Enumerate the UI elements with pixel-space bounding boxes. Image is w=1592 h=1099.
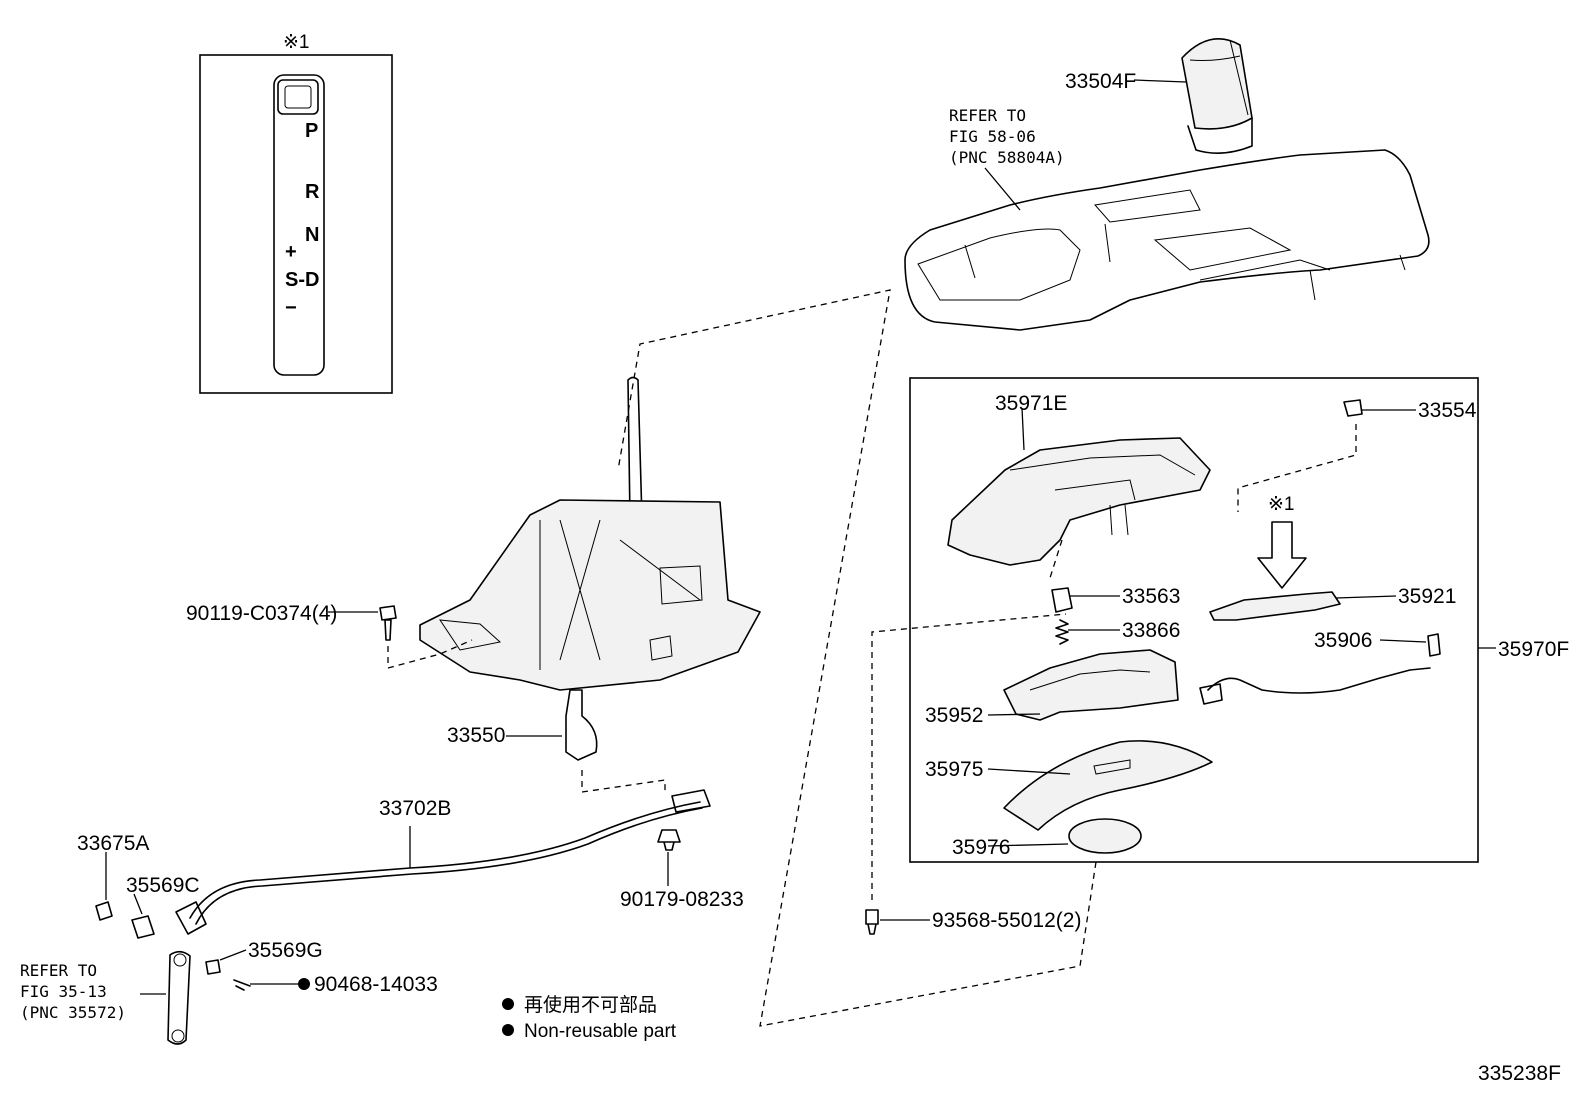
indicator-plate bbox=[1209, 591, 1341, 621]
refer-35-line3: (PNC 35572) bbox=[20, 1003, 126, 1022]
gear-letter-p: P bbox=[305, 120, 318, 142]
refer-58-line3: (PNC 58804A) bbox=[949, 148, 1065, 167]
gear-plus: + bbox=[285, 241, 297, 263]
spring-33866 bbox=[1055, 619, 1069, 645]
label-35975: 35975 bbox=[925, 758, 983, 781]
gear-letter-n: N bbox=[305, 224, 319, 246]
label-35569C: 35569C bbox=[126, 874, 200, 897]
label-90468-14033: 90468-14033 bbox=[314, 973, 438, 996]
label-33563: 33563 bbox=[1122, 585, 1180, 608]
refer-35-line1: REFER TO bbox=[20, 961, 97, 980]
shift-gate-inset: ※1 P R N + S-D − bbox=[199, 32, 393, 394]
refer-58-line2: FIG 58-06 bbox=[949, 127, 1036, 146]
label-33504F: 33504F bbox=[1065, 70, 1136, 93]
bushing-33675A bbox=[95, 901, 113, 921]
shift-lever-assembly bbox=[419, 376, 761, 691]
shift-knob bbox=[1181, 38, 1253, 154]
label-35970F: 35970F bbox=[1498, 638, 1569, 661]
legend-dot-jp bbox=[502, 998, 514, 1010]
inset-frame bbox=[199, 54, 393, 394]
shift-lever-bracket bbox=[565, 689, 598, 761]
shift-cable bbox=[189, 801, 701, 919]
cover-cap-35976 bbox=[1068, 818, 1142, 854]
wire-harness bbox=[1207, 667, 1431, 694]
screw-93568 bbox=[865, 909, 879, 935]
label-35952: 35952 bbox=[925, 704, 983, 727]
refer-58-line1: REFER TO bbox=[949, 106, 1026, 125]
indicator-housing bbox=[947, 437, 1211, 566]
label-35569G: 35569G bbox=[248, 939, 323, 962]
legend: 再使用不可部品 Non-reusable part bbox=[502, 994, 677, 1042]
clip-33554 bbox=[1343, 399, 1363, 417]
label-33554: 33554 bbox=[1418, 399, 1477, 422]
bolt-90119 bbox=[379, 605, 397, 641]
legend-jp: 再使用不可部品 bbox=[524, 994, 657, 1016]
legend-dot-en bbox=[502, 1024, 514, 1036]
sensor-35906 bbox=[1427, 633, 1441, 657]
gear-letter-r: R bbox=[305, 181, 320, 203]
figure-id: 335238F bbox=[1478, 1062, 1561, 1085]
assembly-box-35970F bbox=[909, 377, 1479, 863]
washer-35569G bbox=[205, 959, 221, 975]
label-35976: 35976 bbox=[952, 836, 1010, 859]
label-35906: 35906 bbox=[1314, 629, 1372, 652]
clip-33563 bbox=[1051, 587, 1073, 613]
label-93568-55012: 93568-55012(2) bbox=[932, 909, 1081, 932]
nut-90179 bbox=[657, 829, 681, 851]
indicator-arrow bbox=[1257, 521, 1307, 589]
label-33675A: 33675A bbox=[77, 832, 149, 855]
dust-cover-35975 bbox=[1003, 740, 1213, 831]
refer-35-line2: FIG 35-13 bbox=[20, 982, 107, 1001]
console-upper-panel bbox=[904, 149, 1430, 331]
non-reusable-dot bbox=[298, 978, 310, 990]
gear-minus: − bbox=[285, 297, 297, 319]
shift-lock-button bbox=[277, 79, 319, 115]
label-35921: 35921 bbox=[1398, 585, 1456, 608]
label-33550: 33550 bbox=[447, 724, 505, 747]
clip-90468 bbox=[233, 979, 251, 991]
slider-frame-35952 bbox=[1003, 649, 1179, 721]
inset-marker: ※1 bbox=[283, 32, 310, 53]
shift-gate-plate bbox=[273, 74, 325, 376]
washer-35569C bbox=[131, 915, 155, 939]
label-90119-C0374: 90119-C0374(4) bbox=[186, 602, 337, 625]
gear-letter-sd: S-D bbox=[285, 269, 319, 291]
label-35971E: 35971E bbox=[995, 392, 1067, 415]
control-lever bbox=[167, 950, 191, 1045]
label-33866: 33866 bbox=[1122, 619, 1180, 642]
arrow-marker: ※1 bbox=[1268, 494, 1295, 515]
label-33702B: 33702B bbox=[379, 797, 451, 820]
label-90179-08233: 90179-08233 bbox=[620, 888, 744, 911]
legend-en: Non-reusable part bbox=[524, 1021, 677, 1042]
